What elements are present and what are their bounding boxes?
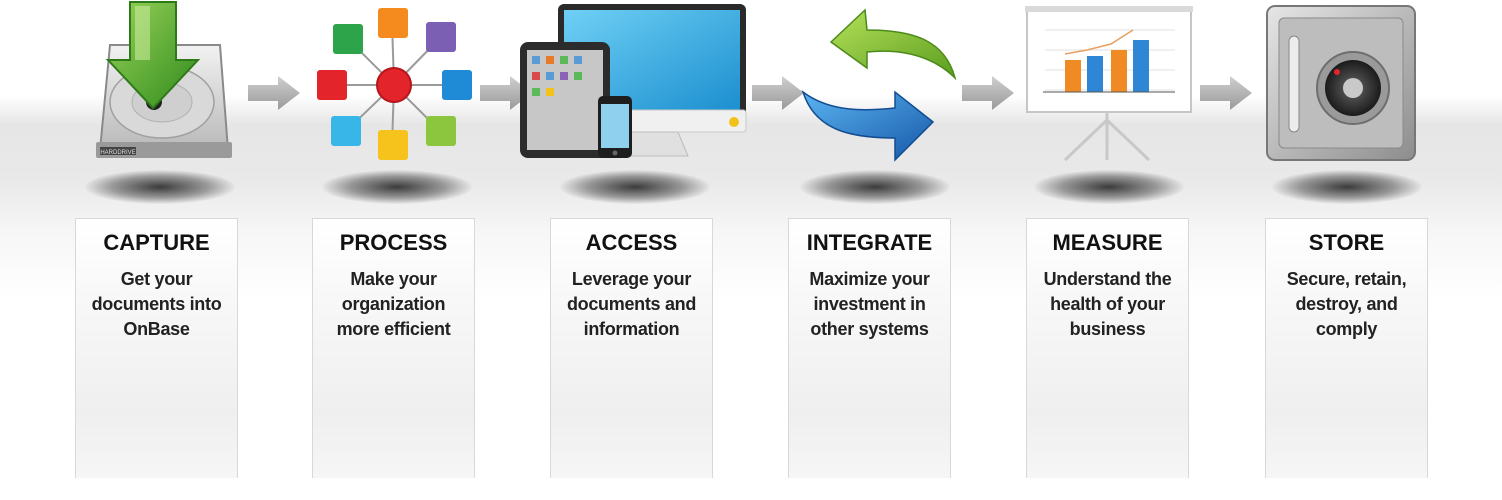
step-title: PROCESS bbox=[339, 230, 448, 255]
safe-vault-icon bbox=[1265, 0, 1435, 200]
icon-shadow bbox=[800, 170, 950, 204]
icon-shadow bbox=[1272, 170, 1422, 204]
icon-shadow bbox=[1034, 170, 1184, 204]
step-card-access: ACCESS Leverage your documents and infor… bbox=[550, 218, 713, 478]
step-description: Leverage your documents and information bbox=[566, 269, 697, 339]
flow-arrow-icon bbox=[962, 76, 1014, 110]
step-card-process: PROCESS Make your organization more effi… bbox=[312, 218, 475, 478]
step-description: Get your documents into OnBase bbox=[91, 269, 222, 339]
hard-drive-download-icon: HARDDRIVE bbox=[80, 0, 250, 200]
step-title: MEASURE bbox=[1052, 230, 1163, 255]
sync-arrows-icon bbox=[795, 0, 965, 200]
step-card-integrate: INTEGRATE Maximize your investment in ot… bbox=[788, 218, 951, 478]
icon-shadow bbox=[85, 170, 235, 204]
step-title: STORE bbox=[1308, 230, 1385, 255]
icon-shadow bbox=[560, 170, 710, 204]
icon-shadow bbox=[322, 170, 472, 204]
step-card-measure: MEASURE Understand the health of your bu… bbox=[1026, 218, 1189, 478]
devices-icon bbox=[518, 0, 747, 200]
presentation-chart-icon bbox=[1025, 0, 1195, 200]
flow-arrow-icon bbox=[248, 76, 300, 110]
step-title: INTEGRATE bbox=[806, 230, 933, 255]
step-description: Maximize your investment in other system… bbox=[809, 269, 930, 339]
step-title: ACCESS bbox=[585, 230, 678, 255]
drive-label: HARDDRIVE bbox=[100, 150, 135, 156]
step-title: CAPTURE bbox=[103, 230, 210, 255]
step-description: Make your organization more efficient bbox=[336, 269, 451, 339]
workflow-network-icon bbox=[312, 0, 482, 200]
step-description: Understand the health of your business bbox=[1043, 269, 1172, 339]
step-card-capture: CAPTURE Get your documents into OnBase bbox=[75, 218, 238, 478]
step-card-store: STORE Secure, retain, destroy, and compl… bbox=[1265, 218, 1428, 478]
flow-arrow-icon bbox=[1200, 76, 1252, 110]
step-description: Secure, retain, destroy, and comply bbox=[1286, 269, 1407, 339]
flow-arrow-icon bbox=[752, 76, 804, 110]
flow-arrow-icon bbox=[480, 76, 532, 110]
